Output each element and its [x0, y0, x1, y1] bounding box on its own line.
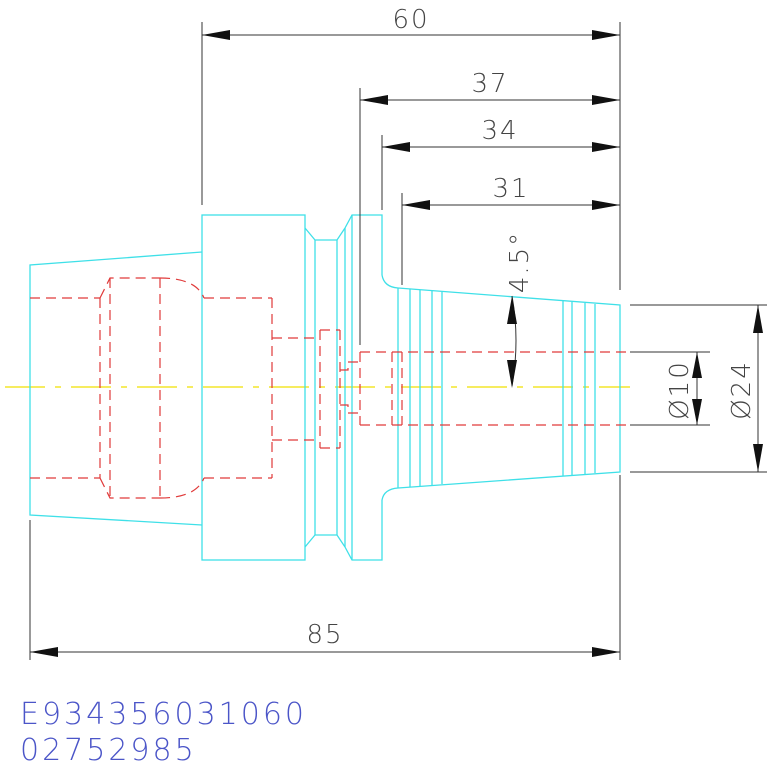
dim-label-31: 31	[492, 174, 529, 204]
dim-label-37: 37	[471, 69, 508, 99]
part-codes: E934356031060 02752985	[20, 697, 307, 767]
dim-label-bore-dia: Ø10	[665, 360, 695, 420]
dim-label-60: 60	[392, 5, 429, 35]
serial-code: 02752985	[20, 733, 197, 767]
dim-label-85: 85	[306, 620, 343, 650]
part-outline	[29, 214, 621, 561]
dim-label-34: 34	[481, 116, 518, 146]
dimension-lines	[29, 22, 767, 660]
hidden-lines	[30, 277, 630, 499]
part-code: E934356031060	[20, 697, 307, 732]
dim-label-tip-dia: Ø24	[727, 360, 757, 420]
dimension-labels: 60 37 34 31 85 4.5° Ø10 Ø24	[306, 5, 757, 650]
dim-label-angle: 4.5°	[505, 231, 535, 293]
